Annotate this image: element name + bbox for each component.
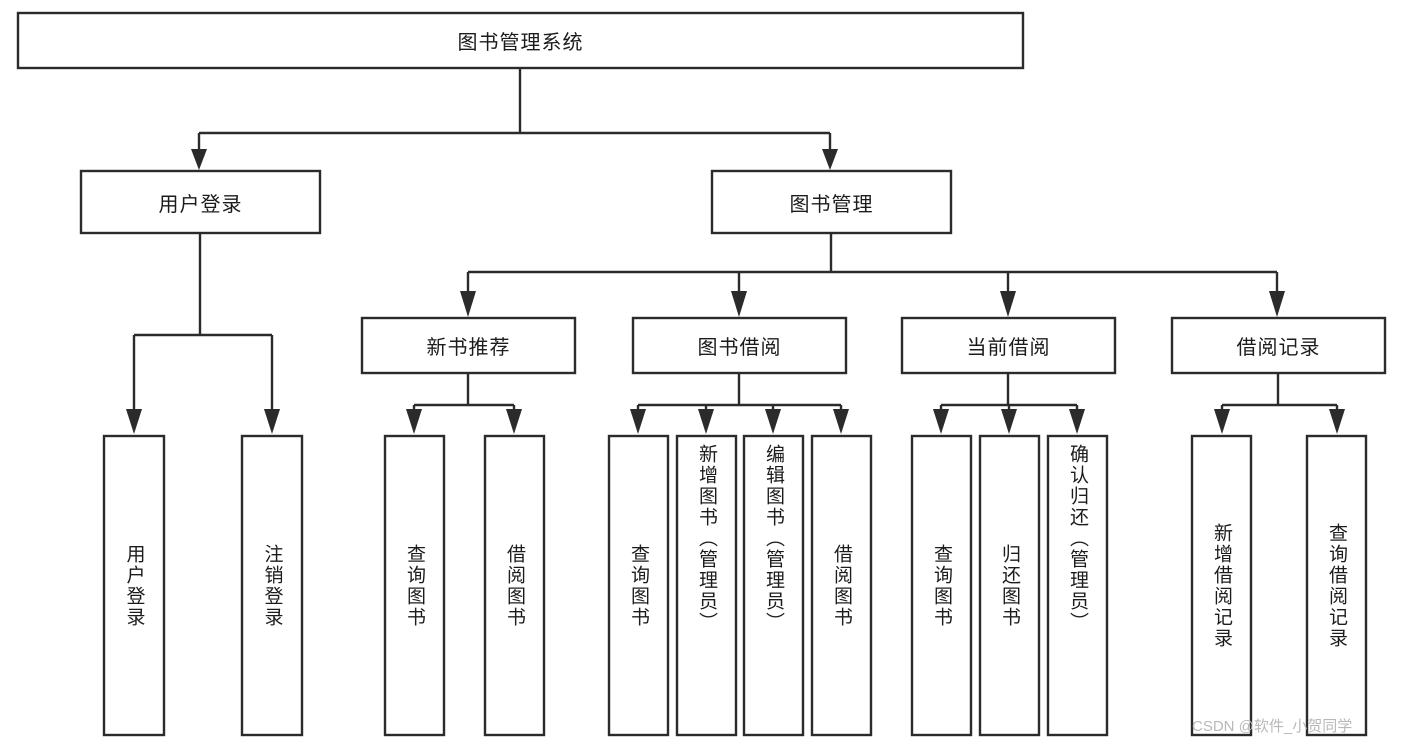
arrow-head-book-mgmt-child-3 bbox=[1000, 291, 1016, 317]
arrow-head-book-borrow-leaf-3 bbox=[765, 409, 781, 434]
node-box-leaf-borrow-record-1[interactable] bbox=[1190, 434, 1253, 737]
arrow-head-book-borrow-leaf-4 bbox=[833, 409, 849, 434]
arrow-head-borrow-record-leaf-2 bbox=[1329, 409, 1345, 434]
arrow-head-book-borrow-leaf-2 bbox=[698, 409, 714, 434]
node-box-leaf-book-borrow-2[interactable] bbox=[675, 434, 738, 737]
arrow-head-book-mgmt-child-2 bbox=[731, 291, 747, 317]
arrow-head-current-borrow-leaf-2 bbox=[1001, 409, 1017, 434]
node-box-leaf-current-borrow-1[interactable] bbox=[910, 434, 973, 737]
arrow-head-new-book-leaf-1 bbox=[406, 409, 422, 434]
node-box-leaf-book-borrow-1[interactable] bbox=[607, 434, 670, 737]
arrow-head-new-book-leaf-2 bbox=[506, 409, 522, 434]
node-box-leaf-user-login-2[interactable] bbox=[240, 434, 304, 737]
arrow-head-book-mgmt-child-4 bbox=[1269, 291, 1285, 317]
node-box-leaf-user-login-1[interactable] bbox=[102, 434, 166, 737]
node-box-root[interactable] bbox=[16, 11, 1025, 70]
node-box-leaf-book-borrow-3[interactable] bbox=[742, 434, 805, 737]
node-box-leaf-current-borrow-3[interactable] bbox=[1046, 434, 1109, 737]
node-box-leaf-borrow-record-2[interactable] bbox=[1305, 434, 1368, 737]
node-box-leaf-book-borrow-4[interactable] bbox=[810, 434, 873, 737]
node-box-current-borrow[interactable] bbox=[900, 316, 1117, 375]
arrow-head-book-mgmt-child-1 bbox=[460, 291, 476, 317]
node-box-borrow-record[interactable] bbox=[1170, 316, 1387, 375]
arrow-head-current-borrow-leaf-3 bbox=[1069, 409, 1085, 434]
node-box-user-login[interactable] bbox=[79, 169, 322, 235]
node-box-book-management[interactable] bbox=[710, 169, 953, 235]
arrow-head-book-borrow-leaf-1 bbox=[630, 409, 646, 434]
arrow-head-user-login-leaf-2 bbox=[264, 409, 280, 434]
arrow-head-root-to-book-mgmt bbox=[822, 149, 838, 170]
node-box-leaf-current-borrow-2[interactable] bbox=[978, 434, 1041, 737]
arrow-head-root-to-user-login bbox=[191, 149, 207, 170]
node-box-book-borrow[interactable] bbox=[631, 316, 848, 375]
node-box-leaf-new-book-1[interactable] bbox=[383, 434, 446, 737]
node-box-new-book-recommend[interactable] bbox=[360, 316, 577, 375]
node-box-leaf-new-book-2[interactable] bbox=[483, 434, 546, 737]
arrow-head-borrow-record-leaf-1 bbox=[1214, 409, 1230, 434]
arrow-head-user-login-leaf-1 bbox=[126, 409, 142, 434]
arrow-head-current-borrow-leaf-1 bbox=[933, 409, 949, 434]
